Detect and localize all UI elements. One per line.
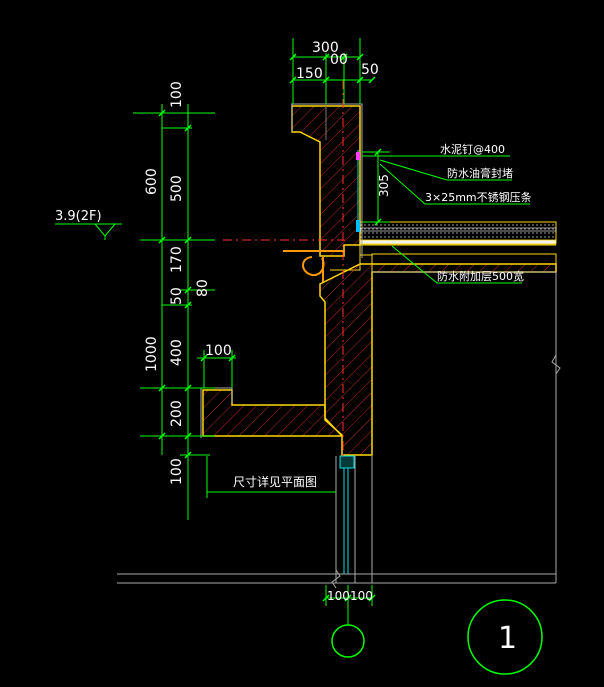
annotation-texts: 水泥钉@400 防水油膏封堵 3×25mm不锈钢压条 防水附加层500宽 尺寸详… bbox=[233, 143, 532, 489]
dim-top-right: 50 bbox=[361, 62, 379, 78]
detail-number: 1 bbox=[498, 621, 517, 656]
dimension-lines bbox=[55, 38, 530, 625]
dimension-labels: 300 150 00 50 100 600 500 170 80 50 1000… bbox=[144, 40, 391, 603]
dim-left-500: 500 bbox=[169, 175, 185, 202]
axis-lines bbox=[223, 80, 345, 458]
dim-gutter-width: 100 bbox=[205, 343, 232, 359]
break-mark bbox=[331, 354, 561, 589]
detail-bubble bbox=[467, 599, 543, 675]
axis-bubble bbox=[331, 624, 365, 658]
note-size: 尺寸详见平面图 bbox=[233, 474, 317, 489]
dim-left-170: 170 bbox=[169, 246, 185, 273]
dim-left-100-top: 100 bbox=[169, 81, 185, 108]
dim-left-200: 200 bbox=[169, 400, 185, 427]
dim-bottom-left: 100 bbox=[327, 589, 350, 603]
dimension-ticks bbox=[158, 53, 382, 602]
note-waterproof: 防水附加层500宽 bbox=[437, 269, 524, 283]
detail-circles bbox=[331, 599, 543, 675]
dim-top-left: 150 bbox=[296, 66, 323, 82]
dim-top-total: 300 bbox=[312, 40, 339, 56]
drip-edge-detail bbox=[283, 250, 345, 282]
dim-left-100-bottom: 100 bbox=[169, 458, 185, 485]
note-nail: 水泥钉@400 bbox=[440, 143, 505, 156]
dim-left-1000: 1000 bbox=[144, 336, 160, 372]
dim-bottom-right: 100 bbox=[350, 589, 373, 603]
window-frame bbox=[339, 150, 359, 574]
dim-305: 305 bbox=[377, 174, 391, 197]
strip-marks bbox=[356, 152, 360, 232]
dim-left-80: 80 bbox=[195, 279, 211, 297]
dim-left-50: 50 bbox=[169, 287, 185, 305]
secondary-outlines bbox=[117, 103, 557, 584]
note-sealant: 防水油膏封堵 bbox=[447, 166, 513, 180]
dim-top-mid: 00 bbox=[330, 52, 348, 68]
dim-left-600: 600 bbox=[144, 168, 160, 195]
level-mark: 3.9(2F) bbox=[55, 209, 102, 224]
note-strip: 3×25mm不锈钢压条 bbox=[425, 190, 532, 204]
dim-left-400: 400 bbox=[169, 339, 185, 366]
